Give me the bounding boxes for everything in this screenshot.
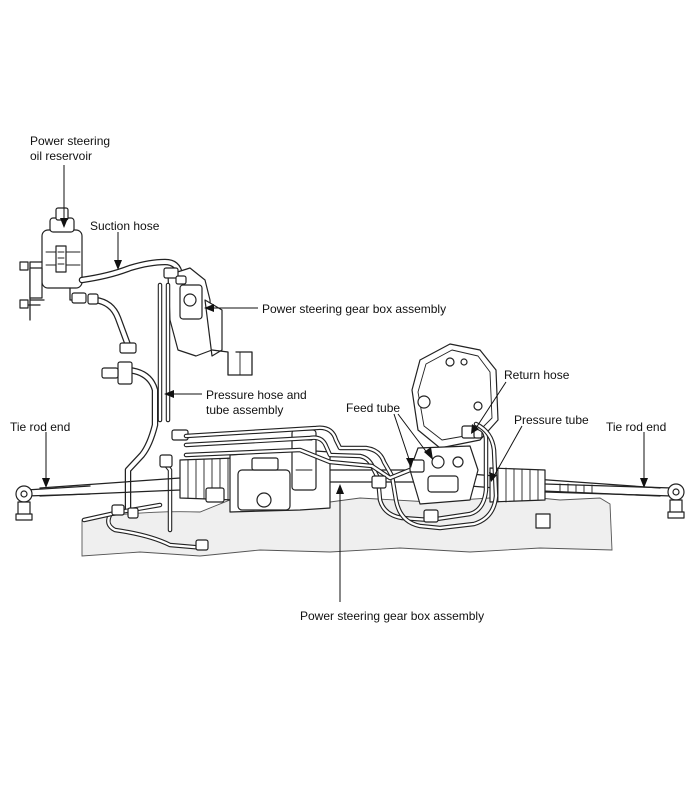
label-reservoir-line2: oil reservoir bbox=[30, 149, 93, 163]
rack-housing bbox=[39, 429, 661, 513]
tie-rod-left bbox=[15, 485, 91, 521]
label-pressure-hose-line1: Pressure hose and bbox=[206, 388, 307, 402]
leader-reservoir bbox=[60, 165, 68, 228]
label-return-hose: Return hose bbox=[504, 368, 570, 382]
leader-tie-rod-left bbox=[42, 432, 50, 488]
leader-suction-hose bbox=[114, 232, 122, 270]
leader-gearbox-upper bbox=[204, 304, 258, 312]
label-gearbox-upper: Power steering gear box assembly bbox=[262, 302, 447, 316]
label-suction-hose: Suction hose bbox=[90, 219, 160, 233]
pump-assembly-upper bbox=[163, 267, 253, 376]
pressure-hose-assembly bbox=[81, 282, 209, 551]
label-reservoir-line1: Power steering bbox=[30, 134, 111, 148]
label-tie-rod-left: Tie rod end bbox=[10, 420, 71, 434]
leader-return-hose bbox=[471, 381, 507, 434]
leader-pressure-hose bbox=[164, 390, 202, 398]
label-pressure-tube: Pressure tube bbox=[514, 413, 589, 427]
leader-feed-tube bbox=[393, 413, 433, 468]
leader-tie-rod-right bbox=[640, 432, 648, 488]
label-pressure-hose-line2: tube assembly bbox=[206, 403, 284, 417]
leader-gearbox-lower bbox=[336, 484, 344, 602]
label-feed-tube: Feed tube bbox=[346, 401, 401, 415]
label-gearbox-lower: Power steering gear box assembly bbox=[300, 609, 485, 623]
steering-tubes bbox=[183, 421, 499, 531]
label-tie-rod-right: Tie rod end bbox=[606, 420, 667, 434]
leader-pressure-tube bbox=[489, 425, 523, 482]
tie-rod-right bbox=[535, 483, 685, 529]
steering-column-cover bbox=[409, 343, 499, 505]
suction-hose bbox=[71, 258, 184, 354]
oil-reservoir bbox=[19, 207, 83, 321]
